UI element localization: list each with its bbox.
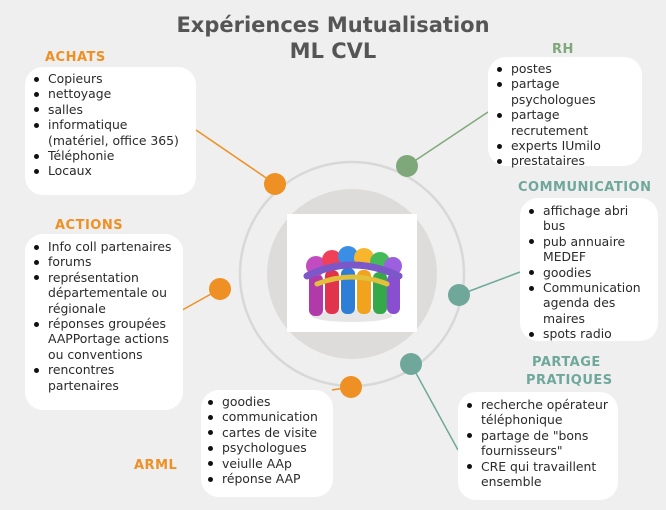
list-item: veiulle AAp [205, 456, 329, 471]
header-communication: COMMUNICATION [518, 180, 652, 195]
list-item: forums [31, 254, 177, 269]
header-partage-line2: PRATIQUES [526, 373, 613, 388]
list-item: rencontres partenaires [31, 362, 177, 393]
list-item: pub annuaire MEDEF [526, 234, 654, 265]
list-item: prestataires [494, 153, 638, 168]
header-achats: ACHATS [45, 50, 106, 65]
list-item: partage de "bons fournisseurs" [464, 428, 614, 459]
list-item: communication [205, 409, 329, 424]
list-item: postes [494, 61, 638, 76]
list-item: réponse AAP [205, 471, 329, 486]
people-circle-icon [303, 246, 403, 322]
node-partage [400, 353, 422, 375]
list-item: experts IUmilo [494, 138, 638, 153]
connector-achats [195, 129, 276, 185]
node-communication [448, 284, 470, 306]
title-line2: ML CVL [289, 39, 377, 63]
list-item: recherche opérateur téléphonique [464, 397, 614, 428]
list-item: nettoyage [31, 86, 188, 101]
list-item: Communication agenda des maires [526, 280, 654, 326]
list-item: goodies [526, 265, 654, 280]
list-item: cartes de visite [205, 425, 329, 440]
list-item: spots radio [526, 326, 654, 341]
header-actions: ACTIONS [55, 218, 124, 233]
list-item: Copieurs [31, 71, 188, 86]
list-item: Info coll partenaires [31, 239, 177, 254]
list-item: Téléphonie [31, 148, 188, 163]
header-partage-line1: PARTAGE [532, 355, 601, 370]
list-item: Locaux [31, 163, 188, 178]
connector-rh [406, 111, 489, 167]
list-item: psychologues [205, 440, 329, 455]
list-item: salles [31, 102, 188, 117]
list-item: réponses groupées AAPPortage actions ou … [31, 316, 177, 362]
list-item: partage recrutement [494, 107, 638, 138]
list-item: goodies [205, 394, 329, 409]
center-picture [287, 214, 417, 332]
list-item: affichage abri bus [526, 203, 654, 234]
connector-partage [410, 363, 459, 451]
title-line1: Expériences Mutualisation [176, 13, 490, 37]
list-item: informatique (matériel, office 365) [31, 117, 188, 148]
list-item: partage psychologues [494, 76, 638, 107]
node-achats [264, 173, 286, 195]
header-arml: ARML [134, 458, 178, 473]
node-actions [209, 278, 231, 300]
node-arml [340, 376, 362, 398]
list-item: représentation départementale ou régiona… [31, 270, 177, 316]
header-rh: RH [552, 42, 574, 57]
list-item: CRE qui travaillent ensemble [464, 459, 614, 490]
node-rh [396, 155, 418, 177]
